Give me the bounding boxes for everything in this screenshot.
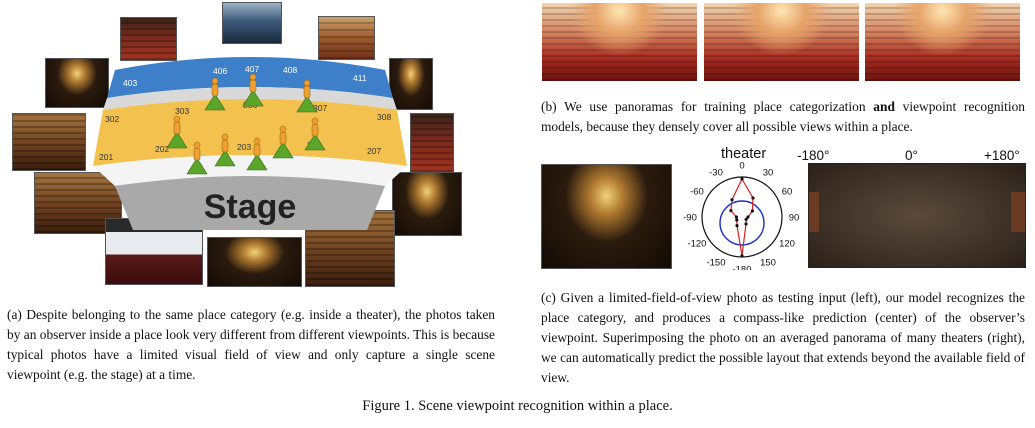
viewing-cone [304,133,326,151]
caption-c: (c) Given a limited-field-of-view photo … [541,290,1025,385]
photo-thumbnail [45,58,109,108]
panorama-image [864,2,1021,82]
observer-figure [253,143,261,157]
stage-area [115,176,385,230]
prediction-point [740,177,744,181]
section-number: 411 [353,73,367,83]
superimposed-photo [1011,192,1025,232]
polar-title: theater [721,146,767,162]
viewing-cone [214,149,236,167]
seat-map: Stage 403 406 407 408 411 302 303 306 30… [93,57,407,230]
observer-figure [173,121,181,135]
polar-angle-label: -150 [706,258,725,269]
section-number: 308 [377,112,391,122]
reference-circle [719,200,765,246]
photo-thumbnail [389,58,433,110]
polar-angle-label: -120 [687,239,706,250]
prediction-point [740,254,744,258]
observer-figure [221,139,229,153]
viewing-cone [246,153,268,171]
photo-thumbnail [318,16,375,60]
polar-angle-label: -180 [732,265,751,271]
section-number: 407 [245,64,259,74]
prediction-point [735,218,739,222]
polar-angle-label: 0 [739,161,744,172]
panorama-image [703,2,860,82]
observer-figure [249,79,257,93]
prediction-point [746,215,750,219]
averaged-panorama [808,163,1026,268]
observer-head [249,73,257,81]
polar-angle-label: -60 [690,187,704,198]
observer-head [303,79,311,87]
viewing-cone [296,95,318,113]
prediction-point [735,224,739,228]
section-number: 202 [155,144,169,154]
section-number: 307 [313,103,327,113]
photo-thumbnail [120,17,177,61]
photo-thumbnail [392,172,462,236]
figure-caption: Figure 1. Scene viewpoint recognition wi… [362,398,673,414]
orchestra-section [93,155,407,186]
observer-head [253,137,261,145]
observer-head [311,117,319,125]
caption-b: (b) We use panoramas for training place … [541,99,1025,134]
prediction-point [751,196,755,200]
section-number: 403 [123,78,137,88]
prediction-point [730,198,734,202]
section-number: 203 [237,142,251,152]
polar-angle-label: 60 [782,187,793,198]
polar-angle-label: -90 [683,213,697,224]
pano-axis-left: -180° [797,148,830,163]
polar-angle-label: -30 [709,167,723,178]
viewing-cone [242,89,264,107]
viewing-cone [166,131,188,149]
observer-head [173,115,181,123]
viewing-cone [186,157,208,175]
section-number: 303 [175,106,189,116]
observer-figure [279,131,287,145]
viewing-cone [204,93,226,111]
section-number: 207 [367,146,381,156]
photo-thumbnail [12,113,86,171]
observer-head [193,141,201,149]
prediction-point [744,222,748,226]
observer-head [221,133,229,141]
polar-angle-label: 120 [779,239,795,250]
caption-a: (a) Despite belonging to the same place … [7,307,495,382]
pano-axis-center: 0° [905,148,918,163]
input-photo [541,164,672,269]
prediction-point [744,217,748,221]
photo-thumbnail [222,2,282,44]
observer-figure [311,123,319,137]
observer-figure [303,85,311,99]
panorama-image [541,2,698,82]
prediction-point [750,209,754,213]
section-number: 201 [99,152,113,162]
observer-figure [193,147,201,161]
section-number: 302 [105,114,119,124]
pano-axis-right: +180° [984,148,1020,163]
observer-head [279,125,287,133]
observer-figure [211,83,219,97]
superimposed-photo [809,192,819,232]
prediction-point [729,209,733,213]
mezzanine-section [93,99,407,166]
stage-label: Stage [204,188,297,226]
polar-angle-label: 30 [763,167,774,178]
photo-thumbnail [410,113,454,173]
prediction-point [734,215,738,219]
viewing-cone [272,141,294,159]
observer-head [211,77,219,85]
photo-thumbnail [207,237,302,287]
polar-angle-label: 150 [760,258,776,269]
section-number: 408 [283,65,297,75]
section-number: 406 [213,66,227,76]
polar-angle-label: 90 [789,213,800,224]
